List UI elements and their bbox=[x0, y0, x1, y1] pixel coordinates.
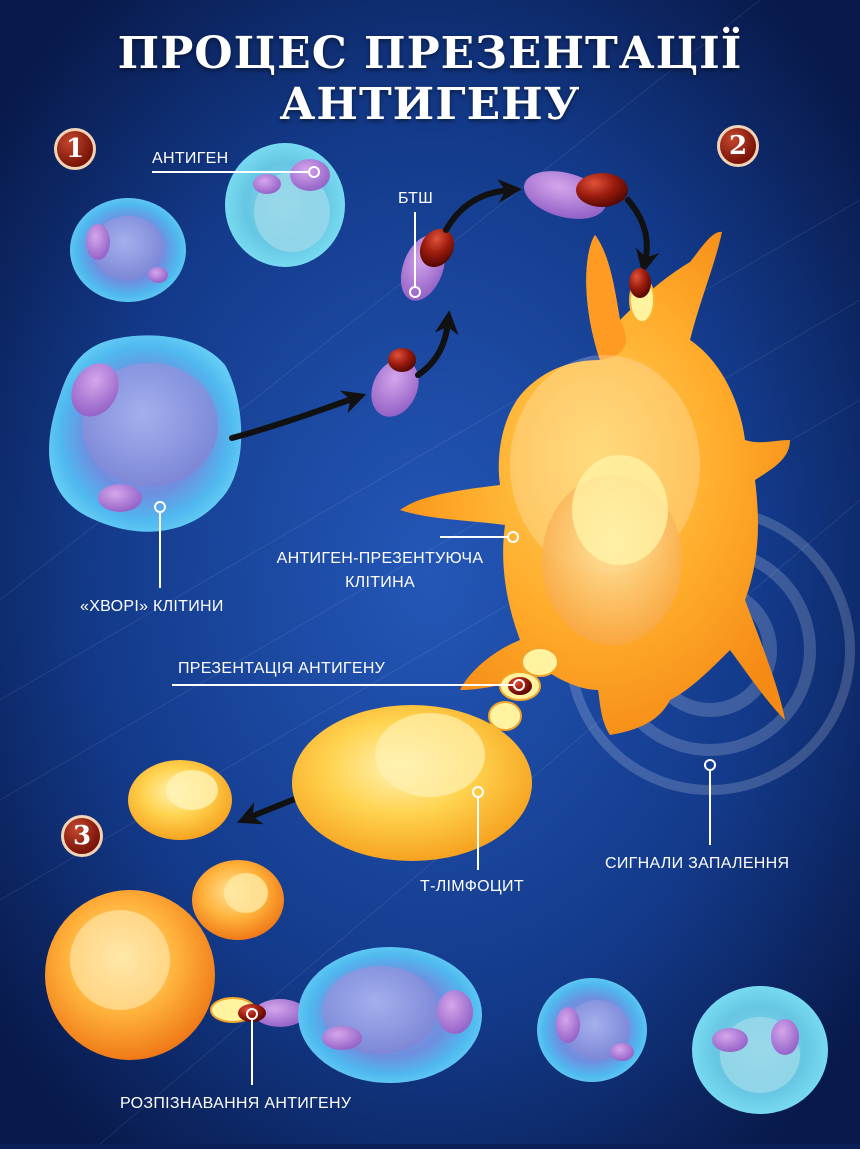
label-inflammation: СИГНАЛИ ЗАПАЛЕННЯ bbox=[605, 855, 789, 873]
sick-cell-large bbox=[49, 335, 241, 531]
target-cell-bottom-3 bbox=[692, 986, 828, 1114]
sick-cell-small-left bbox=[70, 198, 186, 302]
step-badge-3: 3 bbox=[61, 815, 103, 857]
label-sick-cells: «ХВОРІ» КЛІТИНИ bbox=[80, 598, 224, 616]
label-btsh: БТШ bbox=[398, 190, 433, 208]
target-cell-bottom-2 bbox=[537, 978, 647, 1082]
t-cell-effector bbox=[45, 890, 215, 1060]
page-title: ПРОЦЕС ПРЕЗЕНТАЦІЇ АНТИГЕНУ bbox=[0, 28, 860, 130]
t-cell-daughter-1 bbox=[128, 760, 232, 840]
label-presentation: ПРЕЗЕНТАЦІЯ АНТИГЕНУ bbox=[178, 660, 385, 678]
sick-cell-cyan-top bbox=[225, 143, 345, 267]
label-recognition: РОЗПІЗНАВАННЯ АНТИГЕНУ bbox=[120, 1095, 351, 1113]
t-lymphocyte-main bbox=[292, 705, 532, 861]
label-apc-line2: КЛІТИНА bbox=[245, 574, 515, 592]
t-cell-daughter-2 bbox=[192, 860, 284, 940]
step-badge-2: 2 bbox=[717, 125, 759, 167]
label-antigen: АНТИГЕН bbox=[152, 150, 229, 168]
label-t-lymphocyte: Т-ЛІМФОЦИТ bbox=[420, 878, 524, 896]
label-apc-line1: АНТИГЕН-ПРЕЗЕНТУЮЧА bbox=[245, 550, 515, 568]
target-cell-bottom-1 bbox=[298, 947, 482, 1083]
step-badge-1: 1 bbox=[54, 128, 96, 170]
